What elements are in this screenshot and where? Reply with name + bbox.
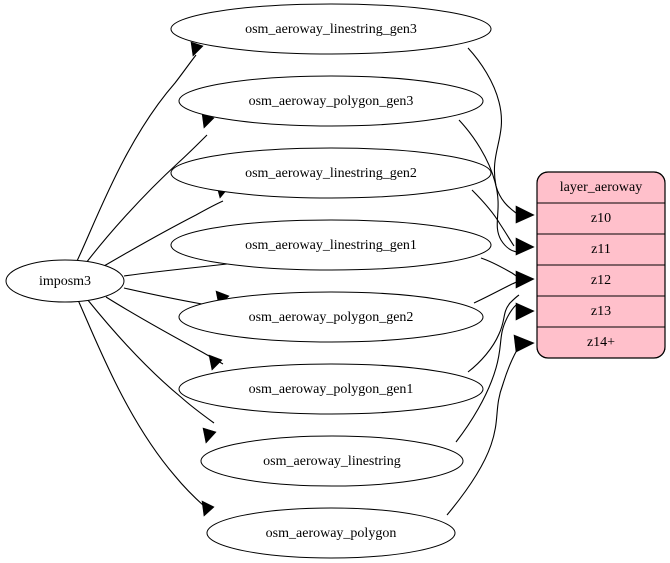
ellipse-label-linestring-gen3: osm_aeroway_linestring_gen3 <box>245 22 417 37</box>
node-layer-aeroway[interactable]: layer_aeroway z10 z11 z12 z13 z14+ <box>536 171 666 359</box>
edge-polygon-gen1-to-z13 <box>467 294 520 373</box>
ellipse-label-polygon: osm_aeroway_polygon <box>266 526 397 541</box>
ellipse-shape-polygon-gen2[interactable] <box>178 291 484 343</box>
edge-imposm3-to-linestring-gen1 <box>123 263 228 277</box>
arrowhead-z11 <box>515 237 535 256</box>
ellipse-shape-linestring-gen2[interactable] <box>170 147 492 199</box>
edge-polygon-gen2-to-z12 <box>473 279 521 304</box>
edge-polygon-gen3-to-z11 <box>458 119 518 253</box>
ellipse-label-polygon-gen3: osm_aeroway_polygon_gen3 <box>249 94 414 109</box>
ellipse-shape-polygon-gen3[interactable] <box>178 75 484 127</box>
layer-aeroway-row-z14[interactable]: z14+ <box>587 335 615 350</box>
edge-imposm3-to-polygon-gen3 <box>85 134 208 264</box>
imposm3-label: imposm3 <box>39 274 91 289</box>
node-osm-aeroway-linestring-gen3[interactable]: osm_aeroway_linestring_gen3 <box>170 3 492 55</box>
arrowhead-z12 <box>515 270 535 289</box>
ellipse-label-polygon-gen2: osm_aeroway_polygon_gen2 <box>249 310 414 325</box>
edge-linestring-gen1-to-z12 <box>480 257 521 280</box>
arrowhead-z10 <box>515 205 535 224</box>
imposm3-ellipse-shape[interactable] <box>5 259 125 303</box>
ellipse-label-polygon-gen1: osm_aeroway_polygon_gen1 <box>249 382 414 397</box>
edge-linestring-to-z13 <box>455 304 517 443</box>
node-osm-aeroway-polygon-gen3[interactable]: osm_aeroway_polygon_gen3 <box>178 75 484 127</box>
node-osm-aeroway-polygon-gen1[interactable]: osm_aeroway_polygon_gen1 <box>178 363 484 415</box>
arrowhead-z14 <box>513 334 535 353</box>
arrowhead-linestring <box>202 427 217 444</box>
node-imposm3[interactable]: imposm3 <box>5 259 125 303</box>
edge-imposm3-to-polygon <box>77 299 205 507</box>
ellipse-label-linestring-gen2: osm_aeroway_linestring_gen2 <box>245 166 417 181</box>
ellipse-shape-linestring[interactable] <box>200 435 464 487</box>
edge-linestring-gen2-to-z11 <box>471 189 515 247</box>
arrowhead-polygon <box>201 500 215 517</box>
arrowhead-z13 <box>515 302 535 321</box>
layer-aeroway-row-z12[interactable]: z12 <box>591 273 611 288</box>
edge-linestring-gen3-to-z10 <box>467 47 517 214</box>
layer-aeroway-outline <box>536 171 666 359</box>
layer-aeroway-row-z10[interactable]: z10 <box>591 211 611 226</box>
node-osm-aeroway-linestring-gen1[interactable]: osm_aeroway_linestring_gen1 <box>170 219 492 271</box>
arrowhead-polygon-gen1 <box>208 354 223 371</box>
ellipse-shape-polygon[interactable] <box>206 507 456 559</box>
layer-aeroway-header-label: layer_aeroway <box>560 180 642 195</box>
layer-aeroway-row-z13[interactable]: z13 <box>591 304 611 319</box>
ellipse-label-linestring: osm_aeroway_linestring <box>263 454 401 469</box>
layer-aeroway-row-z11[interactable]: z11 <box>591 242 611 257</box>
edge-imposm3-to-linestring-gen3 <box>76 54 197 262</box>
edge-polygon-to-z14 <box>446 349 518 516</box>
node-osm-aeroway-linestring-gen2[interactable]: osm_aeroway_linestring_gen2 <box>170 147 492 199</box>
edge-imposm3-to-linestring-gen2 <box>103 200 224 267</box>
node-osm-aeroway-polygon-gen2[interactable]: osm_aeroway_polygon_gen2 <box>178 291 484 343</box>
ellipse-shape-linestring-gen1[interactable] <box>170 219 492 271</box>
node-osm-aeroway-polygon[interactable]: osm_aeroway_polygon <box>206 507 456 559</box>
node-osm-aeroway-linestring[interactable]: osm_aeroway_linestring <box>200 435 464 487</box>
arrowhead-linestring-gen3 <box>190 41 204 57</box>
edge-imposm3-to-linestring <box>86 298 215 424</box>
ellipse-shape-linestring-gen3[interactable] <box>170 3 492 55</box>
edge-group-tables-to-layer <box>446 47 535 516</box>
ellipse-shape-polygon-gen1[interactable] <box>178 363 484 415</box>
ellipse-label-linestring-gen1: osm_aeroway_linestring_gen1 <box>245 238 417 253</box>
